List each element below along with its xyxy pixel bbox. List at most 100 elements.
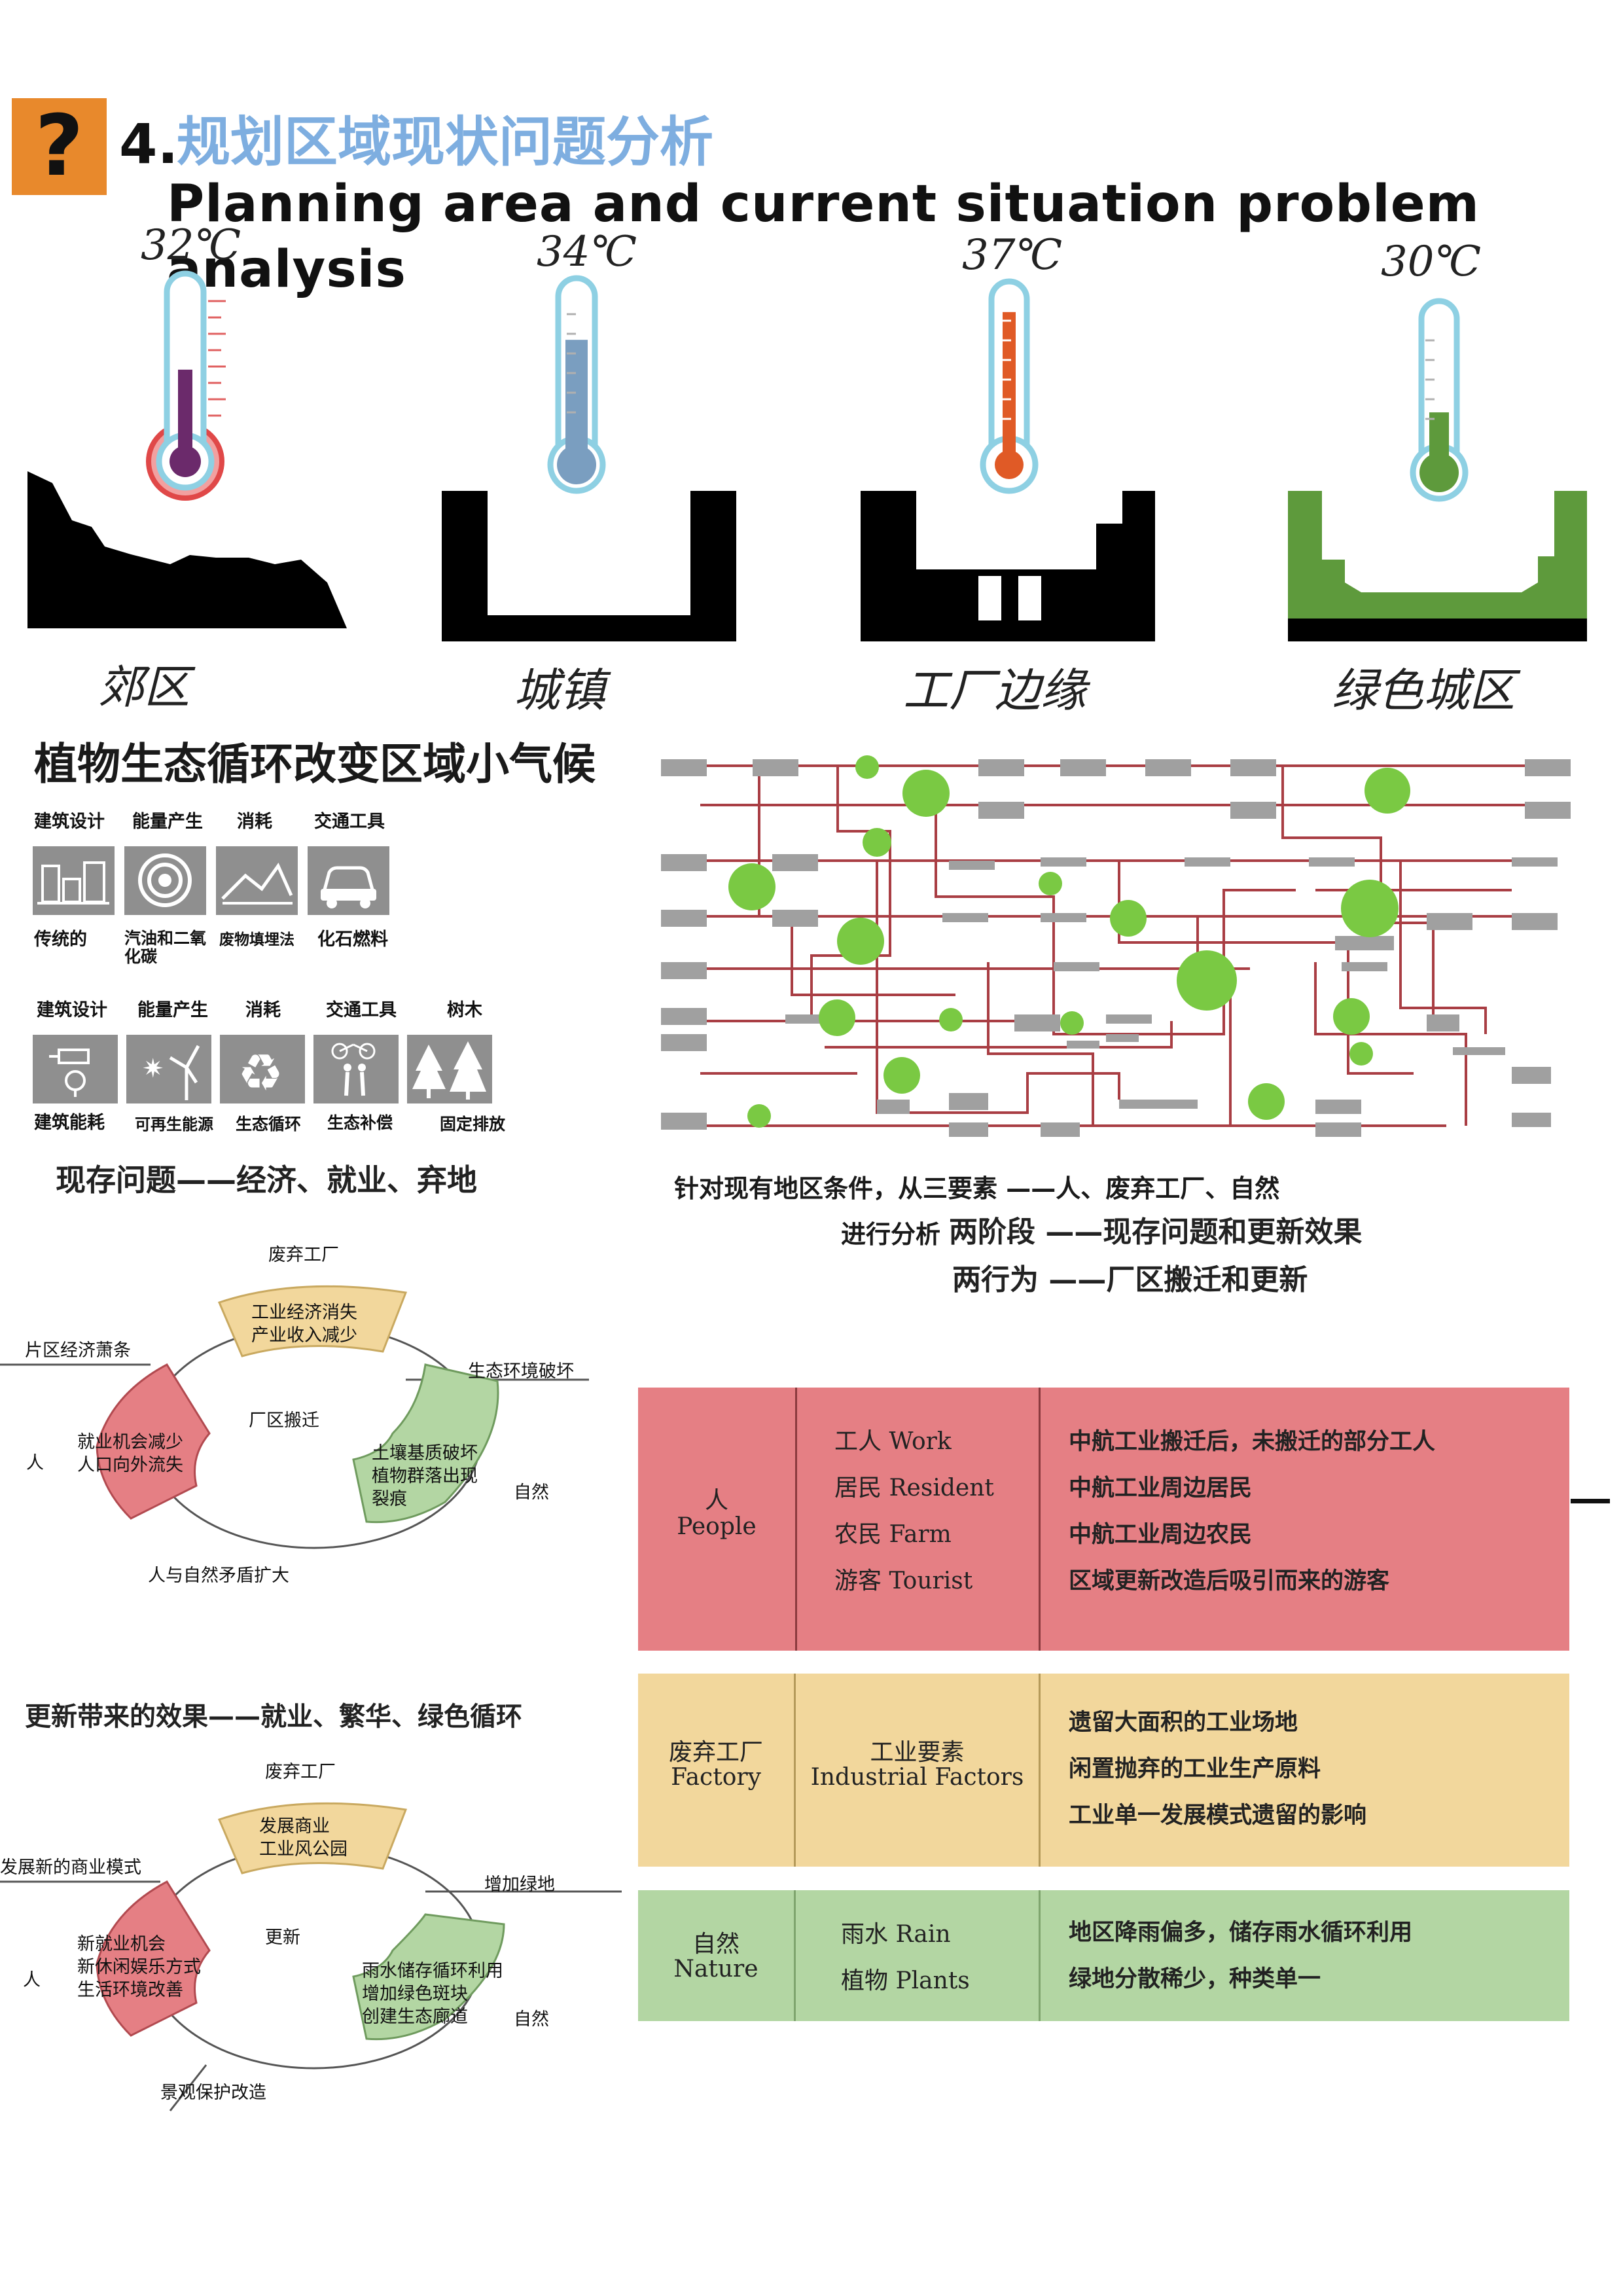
cycle1-top-label: 废弃工厂 (268, 1245, 339, 1265)
cycle2-left-seg-1: 新就业机会 (77, 1934, 166, 1954)
section-number: 4. (119, 112, 179, 176)
building-icon (33, 846, 115, 915)
green-silhouette (1288, 491, 1587, 641)
temp-label-green: 30℃ (1381, 238, 1482, 286)
list-item: 工业单一发展模式遗留的影响 (1069, 1803, 1367, 1829)
category-en: Nature (673, 1956, 758, 1982)
cycle1-top-seg-2: 产业收入减少 (251, 1325, 357, 1346)
cycle2-center-label: 更新 (265, 1928, 300, 1948)
table-row-factory: 废弃工厂 Factory 工业要素 Industrial Factors 遗留大… (638, 1674, 1569, 1867)
existing-problem-label: 现存问题——经济、就业、弃地 (56, 1162, 477, 1198)
category-cn: 人 (704, 1487, 728, 1514)
cycle1-person-label: 人 (26, 1453, 44, 1473)
cycle2-right-seg-1: 雨水储存循环利用 (362, 1961, 503, 1981)
cycle2-right-label: 增加绿地 (484, 1874, 555, 1895)
row1-header-4: 交通工具 (314, 812, 385, 832)
category-en: Factory (671, 1764, 761, 1791)
list-item: 中航工业周边居民 (1069, 1475, 1253, 1501)
cycle2-top-label: 废弃工厂 (265, 1762, 336, 1782)
effect-label: 更新带来的效果——就业、繁华、绿色循环 (25, 1702, 522, 1732)
temp-label-town: 34℃ (537, 228, 637, 276)
list-item: 遗留大面积的工业场地 (1069, 1710, 1298, 1736)
plant-section-title: 植物生态循环改变区域小气候 (34, 739, 596, 789)
row2-header-1: 建筑设计 (37, 1000, 107, 1020)
landfill-icon (216, 846, 298, 915)
cycle1-left-seg-2: 人口向外流失 (77, 1455, 183, 1475)
list-item: 地区降雨偏多，储存雨水循环利用 (1069, 1920, 1413, 1946)
analysis-line-2-prefix: 进行分析 (841, 1220, 941, 1249)
cycle2-right-seg-3: 创建生态廊道 (362, 2007, 468, 2027)
icon-row-1 (33, 846, 389, 915)
list-item: 区域更新改造后吸引而来的游客 (1069, 1568, 1390, 1594)
thermometer-factory (980, 278, 1039, 494)
list-item: 工业要素 (870, 1739, 965, 1766)
thermometer-green (1410, 298, 1469, 502)
row2-caption-3: 生态循环 (236, 1115, 302, 1134)
page-title-cn: 规划区域现状问题分析 (177, 111, 714, 173)
cycle2-left-label: 发展新的商业模式 (0, 1857, 141, 1878)
row2-header-3: 消耗 (245, 1000, 281, 1020)
target-energy-icon (124, 846, 206, 915)
row2-caption-4: 生态补偿 (327, 1113, 393, 1132)
cycle2-top-seg-2: 工业风公园 (259, 1839, 348, 1859)
table-divider (1039, 1388, 1041, 1651)
cycle2-nature-label: 自然 (514, 2009, 549, 2030)
list-item: 闲置抛弃的工业生产原料 (1069, 1756, 1321, 1782)
edge-marker (1571, 1499, 1610, 1503)
car-icon (308, 846, 389, 915)
table-divider (794, 1674, 796, 1867)
category-cn: 废弃工厂 (668, 1739, 763, 1766)
thermometer-town (547, 275, 606, 494)
bicycle-walk-icon (313, 1035, 399, 1103)
cycle1-nature-label: 自然 (514, 1482, 549, 1503)
row1-header-2: 能量产生 (132, 812, 203, 832)
question-mark-icon: ? (35, 98, 84, 195)
list-item: 雨水 Rain (841, 1921, 951, 1948)
temp-label-suburb: 32℃ (141, 221, 241, 270)
town-silhouette (442, 491, 736, 641)
category-en: People (677, 1513, 757, 1540)
temp-label-factory: 37℃ (962, 231, 1063, 279)
svg-text:♻: ♻ (238, 1044, 283, 1103)
cycle1-right-label: 生态环境破坏 (468, 1361, 574, 1382)
analysis-line-1: 针对现有地区条件，从三要素 ——人、废弃工厂、自然 (674, 1174, 1280, 1203)
cycle2-person-label: 人 (23, 1970, 41, 1990)
recycle-icon: ♻ (220, 1035, 305, 1103)
energy-saving-building-icon (33, 1035, 118, 1103)
list-item: 植物 Plants (841, 1967, 970, 1994)
cycle-diagram-renewal (0, 1802, 622, 2111)
zone-label-suburb: 郊区 (98, 660, 190, 714)
zone-label-green: 绿色城区 (1332, 664, 1515, 717)
table-divider (1039, 1674, 1041, 1867)
cycle1-bottom-label: 人与自然矛盾扩大 (148, 1566, 289, 1586)
cycle1-left-seg-1: 就业机会减少 (77, 1432, 183, 1452)
row2-caption-2: 可再生能源 (135, 1115, 213, 1134)
list-item: 居民 Resident (834, 1475, 994, 1501)
row1-header-1: 建筑设计 (34, 812, 105, 832)
row2-header-2: 能量产生 (137, 1000, 208, 1020)
row1-caption-2: 汽油和二氧化碳 (124, 929, 207, 966)
question-badge (12, 98, 107, 195)
trees-icon (407, 1035, 492, 1103)
analysis-line-3: 两行为 ——厂区搬迁和更新 (952, 1263, 1308, 1297)
cycle1-right-seg-3: 裂痕 (372, 1489, 407, 1509)
cycle2-left-seg-3: 生活环境改善 (77, 1980, 183, 2000)
list-item: Industrial Factors (810, 1764, 1024, 1791)
row2-header-4: 交通工具 (326, 1000, 397, 1020)
cycle-diagram-existing (0, 1285, 589, 1549)
network-diagram (661, 755, 1571, 1137)
category-cn: 自然 (692, 1931, 740, 1958)
list-item: 中航工业周边农民 (1069, 1522, 1253, 1548)
table-divider (795, 1388, 797, 1651)
svg-text:✷: ✷ (142, 1054, 164, 1084)
cycle1-center-label: 厂区搬迁 (249, 1410, 319, 1431)
cycle2-left-seg-2: 新休闲娱乐方式 (77, 1957, 201, 1977)
suburb-silhouette (27, 471, 347, 628)
thermometer-silhouette-row (27, 270, 1587, 641)
row2-caption-1: 建筑能耗 (34, 1113, 105, 1133)
thermometer-suburb (146, 270, 226, 501)
cycle2-right-seg-2: 增加绿色斑块 (362, 1984, 468, 2004)
cycle1-right-seg-2: 植物群落出现 (372, 1466, 478, 1486)
table-divider (1039, 1890, 1041, 2021)
row2-caption-5: 固定排放 (440, 1115, 506, 1134)
